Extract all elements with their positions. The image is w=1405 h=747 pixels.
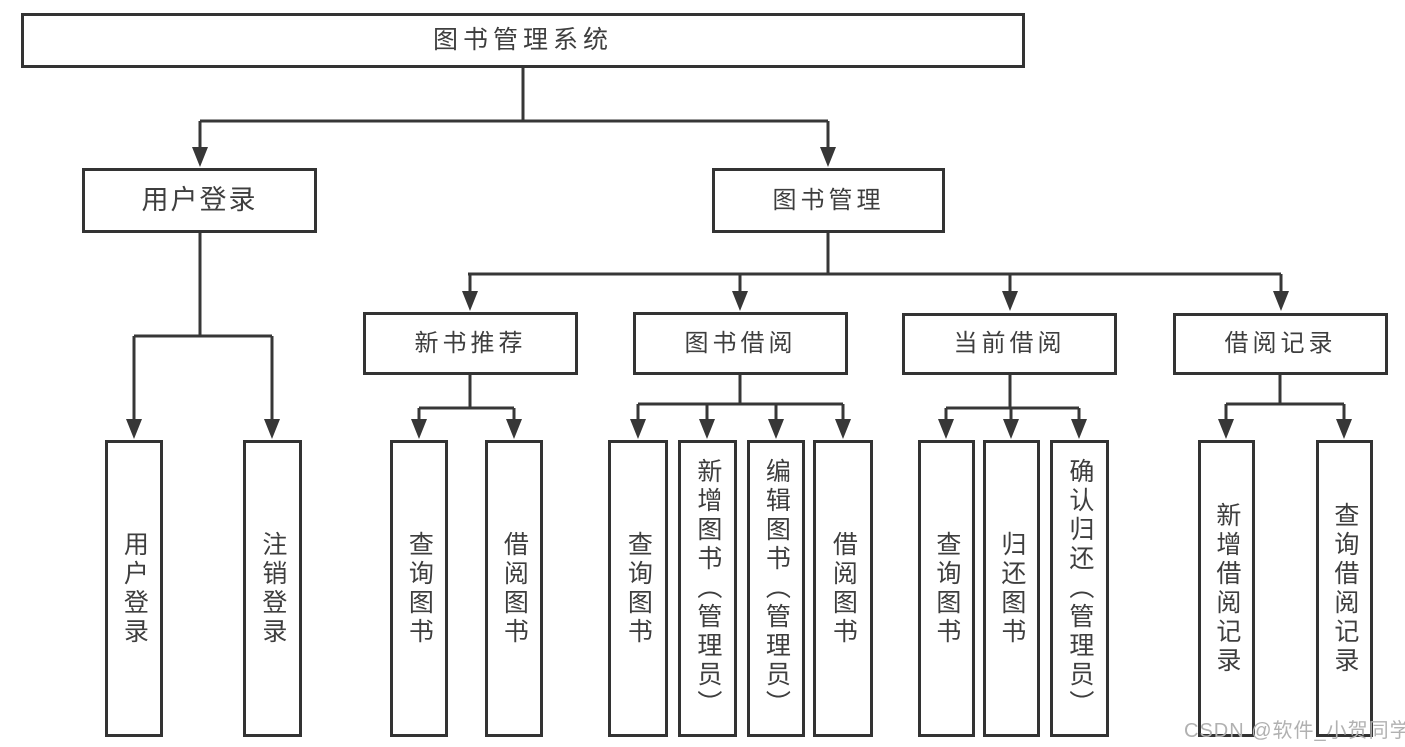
node-current-borrow: 当前借阅 [902, 313, 1117, 375]
leaf-query-books-recommend: 查询图书 [390, 440, 448, 737]
leaf-query-books-current: 查询图书 [918, 440, 975, 737]
leaf-query-borrow-record: 查询借阅记录 [1316, 440, 1373, 737]
node-book-borrow: 图书借阅 [633, 312, 848, 375]
leaf-query-books-borrow: 查询图书 [608, 440, 668, 737]
node-new-book-recommend: 新书推荐 [363, 312, 578, 375]
leaf-add-book-admin: 新增图书（管理员） [678, 440, 737, 737]
leaf-add-borrow-record: 新增借阅记录 [1198, 440, 1255, 737]
leaf-return-book: 归还图书 [983, 440, 1040, 737]
node-user-login: 用户登录 [82, 168, 317, 233]
node-library-system: 图书管理系统 [21, 13, 1025, 68]
leaf-logout: 注销登录 [243, 440, 302, 737]
leaf-borrow-books: 借阅图书 [813, 440, 873, 737]
leaf-borrow-books-recommend: 借阅图书 [485, 440, 543, 737]
leaf-user-login: 用户登录 [105, 440, 163, 737]
node-book-management: 图书管理 [712, 168, 945, 233]
csdn-watermark: CSDN @软件_小贺同学 [1184, 720, 1405, 742]
leaf-confirm-return-admin: 确认归还（管理员） [1050, 440, 1109, 737]
node-borrow-records: 借阅记录 [1173, 313, 1388, 375]
leaf-edit-book-admin: 编辑图书（管理员） [747, 440, 805, 737]
